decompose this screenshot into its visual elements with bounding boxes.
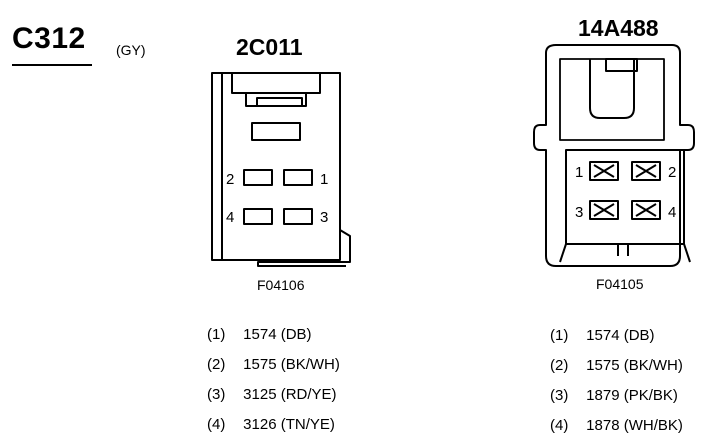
circuit-number: (3) bbox=[550, 387, 569, 404]
left-connector-name: 2C011 bbox=[236, 34, 303, 60]
right-cavity-3 bbox=[589, 200, 619, 220]
left-cavity-2 bbox=[243, 169, 273, 186]
right-cavity-1 bbox=[589, 161, 619, 181]
left-circuit-row-1: (1) 1574 (DB) bbox=[207, 326, 312, 343]
left-circuit-row-3: (3) 3125 (RD/YE) bbox=[207, 386, 337, 403]
right-cavity-2 bbox=[631, 161, 661, 181]
circuit-number: (4) bbox=[207, 416, 226, 433]
right-connector-shape bbox=[533, 44, 695, 267]
left-pin-label-4: 4 bbox=[226, 209, 234, 226]
right-cavity-4 bbox=[631, 200, 661, 220]
circuit-value: 1575 (BK/WH) bbox=[586, 357, 683, 374]
right-circuit-row-1: (1) 1574 (DB) bbox=[550, 327, 655, 344]
circuit-number: (2) bbox=[550, 357, 569, 374]
right-circuit-row-3: (3) 1879 (PK/BK) bbox=[550, 387, 678, 404]
left-cavity-3 bbox=[283, 208, 313, 225]
left-cavity-4 bbox=[243, 208, 273, 225]
left-figure-code: F04106 bbox=[257, 277, 305, 293]
right-connector-name: 14A488 bbox=[578, 15, 659, 41]
circuit-value: 1879 (PK/BK) bbox=[586, 387, 678, 404]
circuit-value: 1574 (DB) bbox=[586, 327, 655, 344]
right-circuit-row-4: (4) 1878 (WH/BK) bbox=[550, 417, 683, 434]
left-pin-label-1: 1 bbox=[320, 171, 328, 188]
circuit-value: 3125 (RD/YE) bbox=[243, 386, 337, 403]
left-circuit-row-4: (4) 3126 (TN/YE) bbox=[207, 416, 335, 433]
circuit-number: (1) bbox=[550, 327, 569, 344]
left-circuit-row-2: (2) 1575 (BK/WH) bbox=[207, 356, 340, 373]
circuit-value: 1574 (DB) bbox=[243, 326, 312, 343]
circuit-number: (3) bbox=[207, 386, 226, 403]
circuit-value: 3126 (TN/YE) bbox=[243, 416, 335, 433]
left-pin-label-2: 2 bbox=[226, 171, 234, 188]
circuit-value: 1878 (WH/BK) bbox=[586, 417, 683, 434]
connector-color: (GY) bbox=[116, 42, 146, 58]
left-cavity-1 bbox=[283, 169, 313, 186]
connector-id: C312 bbox=[12, 22, 86, 55]
right-pin-label-1: 1 bbox=[575, 164, 583, 181]
circuit-number: (1) bbox=[207, 326, 226, 343]
left-pin-label-3: 3 bbox=[320, 209, 328, 226]
left-connector-shape bbox=[211, 72, 351, 267]
right-circuit-row-2: (2) 1575 (BK/WH) bbox=[550, 357, 683, 374]
circuit-number: (2) bbox=[207, 356, 226, 373]
right-pin-label-4: 4 bbox=[668, 204, 676, 221]
right-pin-label-2: 2 bbox=[668, 164, 676, 181]
title-underline bbox=[12, 64, 92, 66]
right-pin-label-3: 3 bbox=[575, 204, 583, 221]
circuit-value: 1575 (BK/WH) bbox=[243, 356, 340, 373]
right-figure-code: F04105 bbox=[596, 276, 644, 292]
circuit-number: (4) bbox=[550, 417, 569, 434]
